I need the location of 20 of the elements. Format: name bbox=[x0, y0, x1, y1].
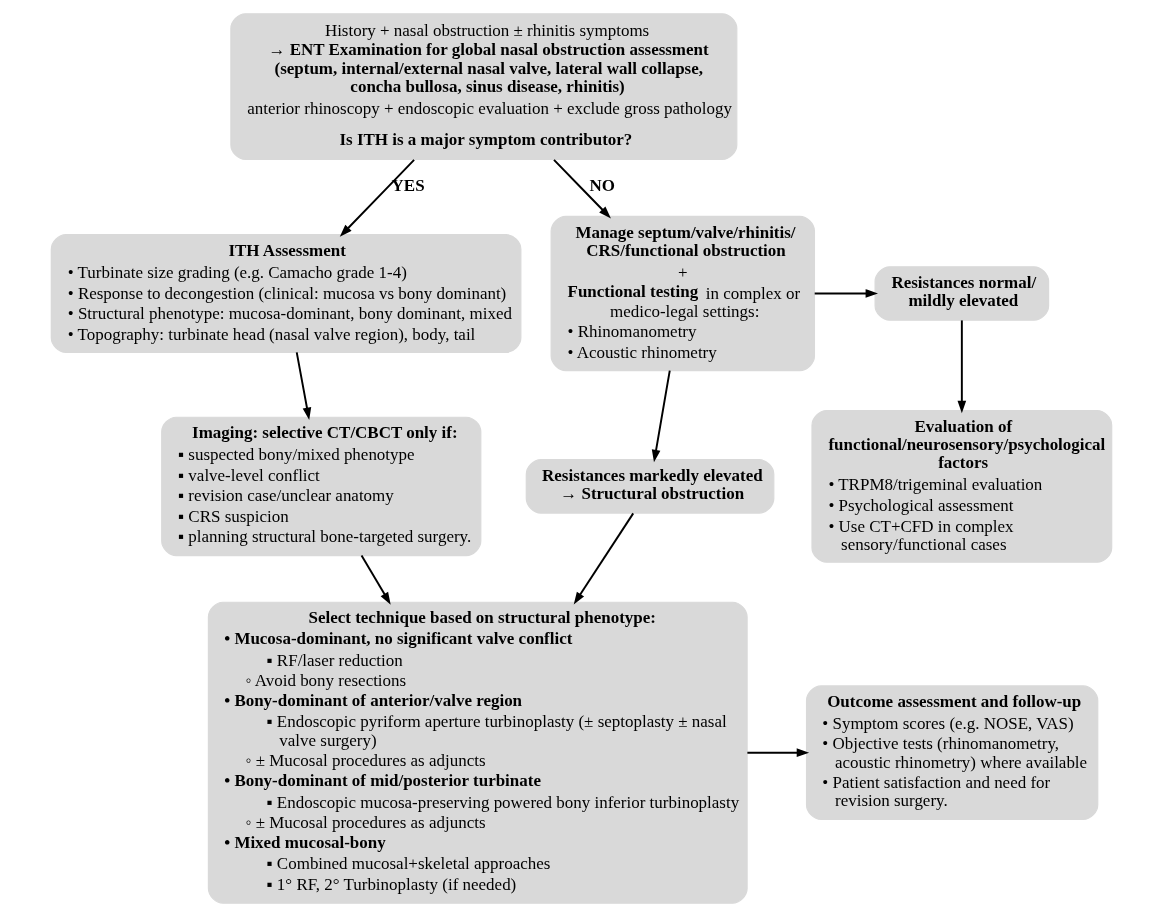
arrow bbox=[339, 158, 415, 237]
node-box: Manage septum/valve/rhinitis/ CRS/functional obstruction + Functional testing in complex or medico-legal settings: • Rhinomanometry • Acoustic rhinometry bbox=[550, 215, 815, 371]
arrow bbox=[813, 288, 878, 298]
edge-label: YES bbox=[391, 175, 425, 195]
arrow bbox=[957, 318, 966, 413]
arrow bbox=[360, 554, 391, 605]
node-box: Evaluation of functional/neurosensory/psychological factors • TRPM8/trigeminal evaluation • Psychological assessment • Use CT+CFD in complex sensory/functional cases bbox=[810, 409, 1112, 563]
node-box: Resistances markedly elevated → Structural obstruction bbox=[525, 458, 774, 514]
edge-label: NO bbox=[588, 175, 615, 195]
arrow bbox=[651, 369, 671, 462]
node-box: Imaging: selective CT/CBCT only if: ▪ suspected bony/mixed phenotype ▪ valve-level conflict ▪ revision case/unclear anatomy ▪ CRS suspicion ▪ planning structural bone-targeted surgery. bbox=[160, 416, 481, 556]
arrow bbox=[573, 511, 634, 604]
arrow bbox=[745, 747, 809, 757]
node-box: Select technique based on structural phenotype: • Mucosa-dominant, no significant valve conflict ▪ RF/laser reduction ◦ Avoid bony resections • Bony-dominant of anterior/valve region ▪ Endoscopic pyriform aperture turbinoplasty (± septoplasty ± nasal valve surgery) ◦ ± Mucosal procedures as adjuncts • Bony-dominant of mid/posterior turbinate ▪ Endoscopic mucosa-preserving powered bony inferior turbinoplasty ◦ ± Mucosal procedures as adjuncts • Mixed mucosal-bony ▪ Combined mucosal+skeletal approaches ▪ 1° RF, 2° Turbinoplasty (if needed) bbox=[207, 601, 748, 904]
arrow bbox=[295, 350, 311, 420]
node-box: Resistances normal/ mildly elevated bbox=[874, 265, 1049, 321]
arrow bbox=[552, 158, 611, 218]
node-box: History + nasal obstruction ± rhinitis symptoms → ENT Examination for global nasal obstruction assessment (septum, internal/external nasal valve, lateral wall collapse, concha bullosa, sinus disease, rhinitis) anterior rhinoscopy + endoscopic evaluation + exclude gross pathology Is ITH is a major symptom contributor? bbox=[229, 12, 737, 160]
node-box: ITH Assessment • Turbinate size grading (e.g. Camacho grade 1-4) • Response to decongestion (clinical: mucosa vs bony dominant) • Structural phenotype: mucosa-dominant, bony dominant, mixed • Topography: turbinate head (nasal valve region), body, tail bbox=[50, 233, 521, 353]
node-box: Outcome assessment and follow-up • Symptom scores (e.g. NOSE, VAS) • Objective tests (rhinomanometry, acoustic rhinometry) where available • Patient satisfaction and need for revision surgery. bbox=[805, 684, 1098, 820]
